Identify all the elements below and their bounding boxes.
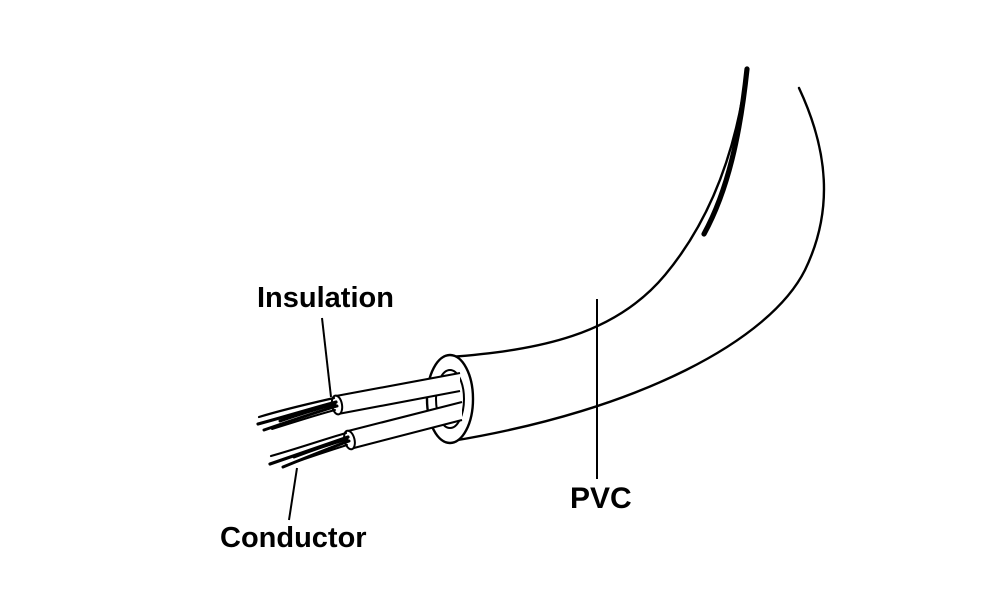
cable-top-edge [448,66,749,359]
label-conductor: Conductor [220,522,367,554]
conductor-leader-line [288,467,298,521]
label-pvc: PVC [570,482,632,515]
wire-top-upper-edge [335,371,461,398]
insulation-leader-line [321,317,332,398]
cable-outer-edge [450,86,826,443]
wire-bottom-lower-edge [349,418,463,451]
cable-edge-highlight [701,66,750,237]
conductor-strands-bottom [268,431,351,469]
wire-top-lower-edge [337,389,461,416]
label-insulation: Insulation [257,282,394,314]
wire-bottom-upper-edge [347,400,463,433]
cable-jacket-body [450,68,824,441]
conductor-strands-top [256,396,339,432]
wire-top-fill [336,373,460,414]
wire-bottom-fill [348,402,462,450]
